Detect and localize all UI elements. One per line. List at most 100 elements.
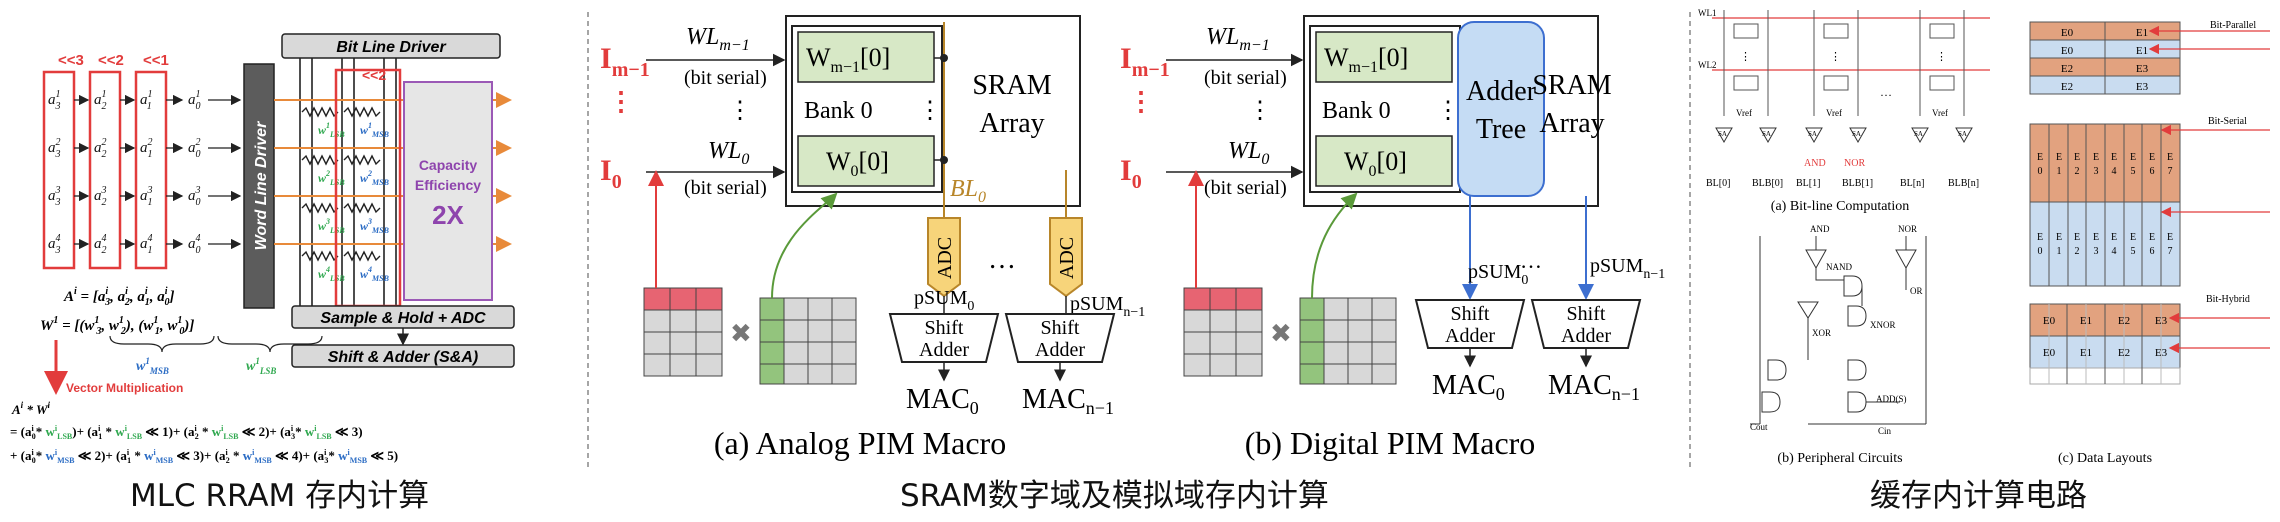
- cell-dots-0: ⋮: [1740, 51, 1751, 63]
- svg-text:BL[1]: BL[1]: [1796, 178, 1820, 189]
- svg-text:SA: SA: [1914, 130, 1923, 138]
- d-bit-serial-top: (bit serial): [1204, 67, 1287, 89]
- svg-text:6: 6: [2150, 166, 2155, 177]
- sample-hold-label: Sample & Hold + ADC: [320, 310, 486, 327]
- wl-bottom-label: WL0: [708, 138, 749, 168]
- svg-text:7: 7: [2168, 246, 2173, 257]
- adc-n-label: ADC: [1056, 237, 1078, 279]
- cell-dots-1: ⋮: [1830, 51, 1841, 63]
- bit-serial-bottom: (bit serial): [684, 177, 767, 199]
- svg-text:SA: SA: [1852, 130, 1861, 138]
- wl-top-label: WLm−1: [686, 24, 750, 54]
- psum-0-label: pSUM0: [914, 287, 974, 314]
- col-dots: …: [1880, 85, 1892, 99]
- svg-text:Vref: Vref: [1736, 108, 1752, 118]
- bitcell-columns: [1723, 10, 1965, 116]
- shift-adder-0: [888, 313, 1000, 363]
- capacity-efficiency-label-1: Capacity: [419, 157, 478, 173]
- d-input-i-top: Im−1: [1120, 42, 1170, 81]
- caption-bitline: (a) Bit-line Computation: [1771, 199, 1909, 214]
- bit-line-driver-label: Bit Line Driver: [336, 39, 446, 56]
- d-weight-grid: [1299, 297, 1397, 385]
- svg-text:a42: a42: [94, 233, 107, 256]
- adder-tree: [1457, 21, 1545, 197]
- d-array-label: Array: [1539, 108, 1604, 139]
- svg-text:a43: a43: [48, 233, 61, 256]
- d-bank-dots: ⋮: [1436, 98, 1460, 124]
- svg-text:Vref: Vref: [1826, 108, 1842, 118]
- svg-text:E: E: [2093, 232, 2099, 243]
- input-dots: ⋮: [608, 87, 634, 116]
- svg-text:6: 6: [2150, 246, 2155, 257]
- svg-text:BLB[1]: BLB[1]: [1842, 178, 1873, 189]
- svg-text:0: 0: [2038, 166, 2043, 177]
- svg-text:E: E: [2093, 152, 2099, 163]
- d-input-grid: [1183, 287, 1263, 377]
- svg-text:0: 0: [2038, 246, 2043, 257]
- svg-text:a11: a11: [140, 89, 152, 112]
- caption-mlc-rram: MLC RRAM 存内计算: [130, 478, 430, 514]
- shift-adder-n-shift: Shift: [1041, 317, 1080, 339]
- shift-adder-n-adder: Adder: [1035, 339, 1085, 361]
- svg-text:NAND: NAND: [1826, 262, 1852, 272]
- adc-dots: …: [988, 244, 1016, 275]
- bit-line-driver: [281, 33, 501, 59]
- cell-dots-n: ⋮: [1936, 51, 1947, 63]
- bit-hybrid-label: Bit-Hybrid: [2206, 294, 2250, 305]
- mac-0-label: MAC0: [906, 384, 979, 418]
- svg-text:a23: a23: [48, 137, 61, 160]
- input-i-bottom: I0: [600, 154, 622, 193]
- svg-text:4: 4: [2112, 246, 2117, 257]
- shift-column-3: [42, 70, 76, 270]
- svg-text:w4MSB: w4MSB: [360, 265, 390, 283]
- adc-0: [927, 217, 961, 298]
- svg-text:4: 4: [2112, 166, 2117, 177]
- d-shift-adder-0: [1414, 299, 1526, 349]
- adder-tree-label-1: Adder: [1466, 76, 1537, 107]
- svg-text:E: E: [2111, 152, 2117, 163]
- svg-text:SA: SA: [1762, 130, 1771, 138]
- svg-text:SA: SA: [1958, 130, 1967, 138]
- svg-text:E: E: [2074, 232, 2080, 243]
- svg-text:BLB[0]: BLB[0]: [1752, 178, 1783, 189]
- svg-text:SA: SA: [1808, 130, 1817, 138]
- d-sram-label: SRAM: [1532, 70, 1611, 101]
- bl-label: BL0: [950, 176, 986, 206]
- svg-text:BL[n]: BL[n]: [1900, 178, 1924, 189]
- svg-text:SA: SA: [1718, 130, 1727, 138]
- msb-shift-label: <<2: [362, 67, 386, 83]
- d-mac-n-label: MACn−1: [1548, 370, 1640, 404]
- adc-n: [1049, 217, 1083, 298]
- d-wl-bottom-label: WL0: [1228, 138, 1269, 168]
- svg-text:a41: a41: [140, 233, 153, 256]
- d-bit-serial-bottom: (bit serial): [1204, 177, 1287, 199]
- shift-adder-0-adder: Adder: [919, 339, 969, 361]
- psum-n-label: pSUMn−1: [1070, 293, 1145, 320]
- w-lsb-label: w1LSB: [246, 356, 276, 376]
- svg-text:7: 7: [2168, 166, 2173, 177]
- vref-labels: Vref Vref Vref: [1736, 108, 1948, 118]
- bit-serial-top: (bit serial): [684, 67, 767, 89]
- svg-text:E0: E0: [2043, 347, 2056, 359]
- svg-text:Cout: Cout: [1750, 422, 1768, 432]
- shift-adder-n: [1004, 313, 1116, 363]
- svg-text:3: 3: [2094, 246, 2099, 257]
- svg-text:XOR: XOR: [1812, 328, 1831, 338]
- mac-n-label: MACn−1: [1022, 384, 1114, 418]
- msb-brace: [109, 335, 215, 353]
- svg-text:E: E: [2037, 232, 2043, 243]
- d-psum-n-label: pSUMn−1: [1590, 255, 1665, 282]
- svg-text:a21: a21: [140, 137, 153, 160]
- svg-text:1: 1: [2057, 166, 2062, 177]
- svg-text:5: 5: [2131, 166, 2136, 177]
- caption-data-layouts: (c) Data Layouts: [2058, 451, 2152, 466]
- d-psum-dots: …: [1520, 248, 1542, 273]
- w-msb-label: w1MSB: [136, 356, 169, 376]
- input-i-top: Im−1: [600, 42, 650, 81]
- svg-text:E: E: [2167, 152, 2173, 163]
- capacity-efficiency-box: [403, 81, 493, 301]
